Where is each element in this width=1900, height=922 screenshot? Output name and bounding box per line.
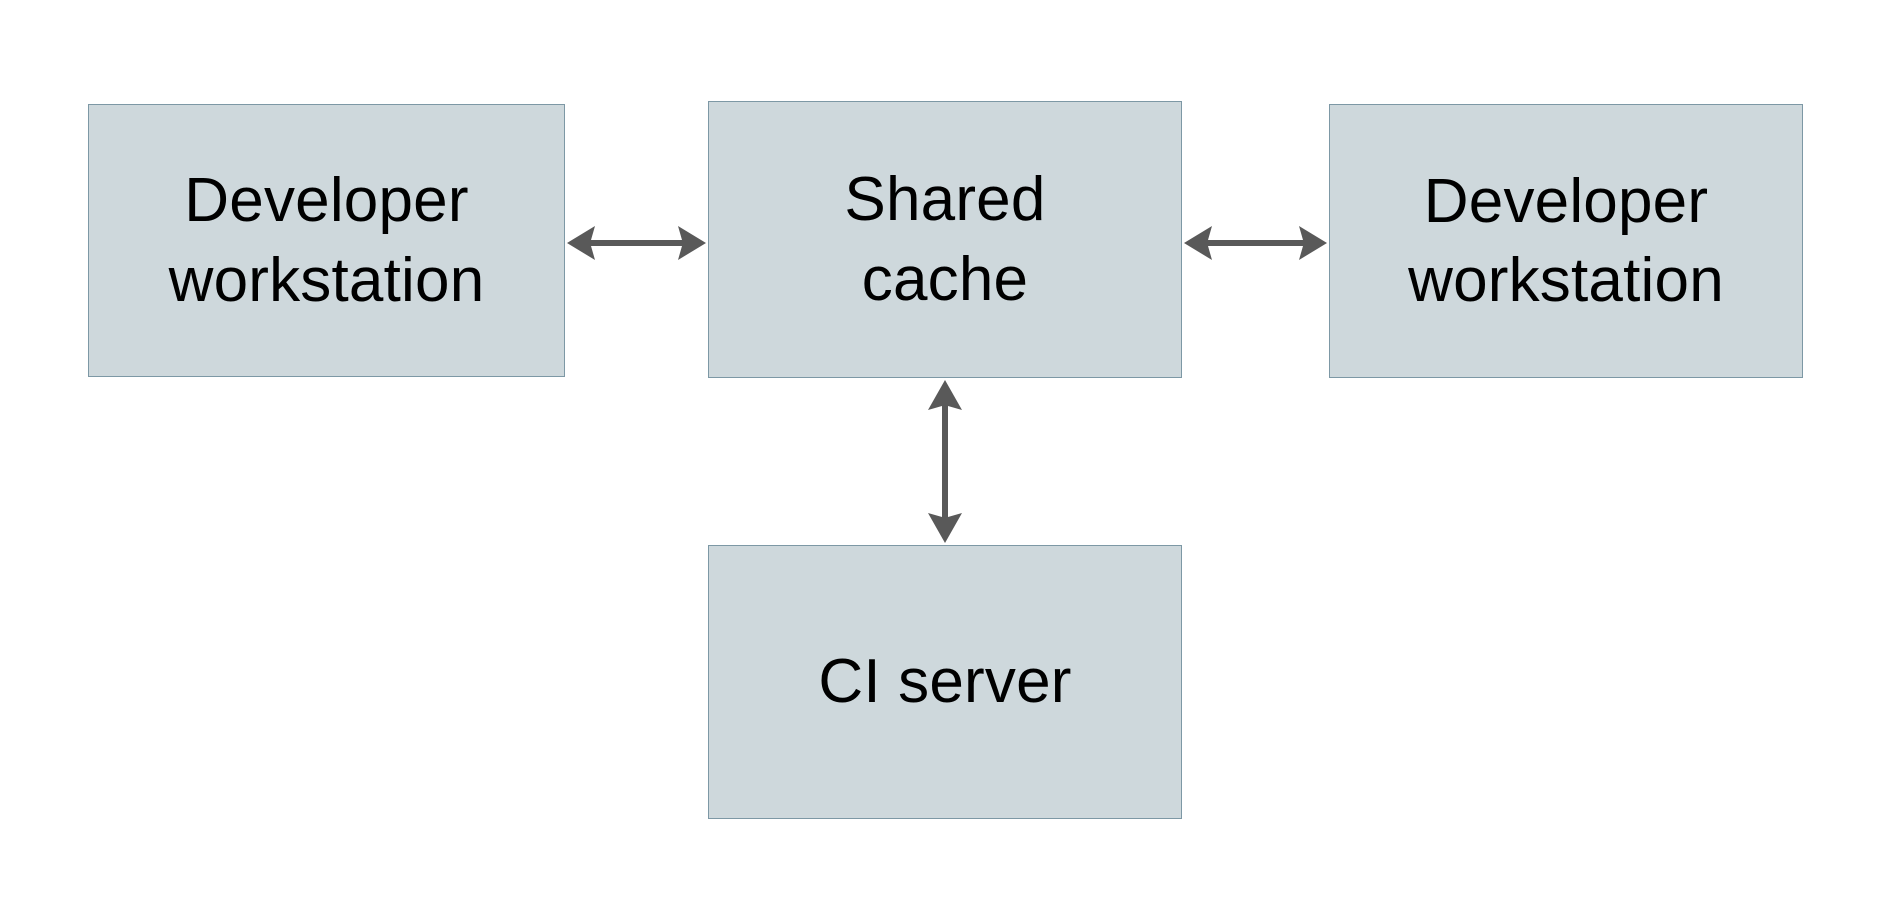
node-label: Developer workstation: [168, 166, 485, 315]
double-arrow-icon: [567, 226, 706, 260]
node-developer-workstation-right[interactable]: Developer workstation: [1329, 104, 1803, 378]
edge-cache-to-ci-server: [920, 378, 970, 545]
node-label: Developer workstation: [1408, 166, 1724, 315]
edge-cache-to-right-workstation: [1182, 218, 1329, 268]
node-shared-cache[interactable]: Shared cache: [708, 101, 1182, 378]
node-label: Shared cache: [844, 165, 1046, 314]
double-arrow-icon: [928, 380, 962, 543]
edge-left-workstation-to-cache: [565, 218, 708, 268]
node-label: CI server: [818, 647, 1072, 717]
double-arrow-icon: [1184, 226, 1327, 260]
node-developer-workstation-left[interactable]: Developer workstation: [88, 104, 565, 377]
node-ci-server[interactable]: CI server: [708, 545, 1182, 819]
